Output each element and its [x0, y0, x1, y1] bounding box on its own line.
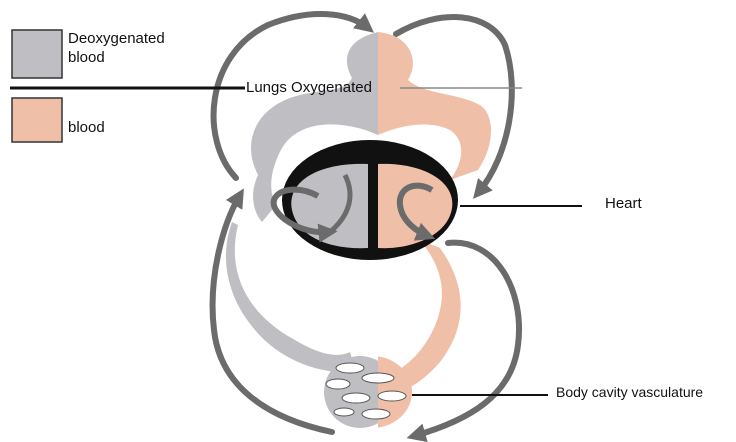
legend-deoxygenated-label-line1: Deoxygenated — [68, 30, 165, 47]
legend-deoxygenated-swatch — [12, 30, 62, 78]
legend: Deoxygenated blood blood — [12, 30, 165, 142]
body-capillary-bed — [324, 356, 412, 428]
heart — [274, 140, 458, 260]
legend-oxygenated-label: blood — [68, 119, 105, 136]
legend-oxygenated-swatch — [12, 98, 62, 142]
legend-deoxygenated-label-line2: blood — [68, 49, 105, 66]
lungs-label: Lungs Oxygenated — [246, 79, 372, 96]
body-vasculature-label: Body cavity vasculature — [556, 384, 703, 400]
heart-label: Heart — [605, 195, 643, 212]
